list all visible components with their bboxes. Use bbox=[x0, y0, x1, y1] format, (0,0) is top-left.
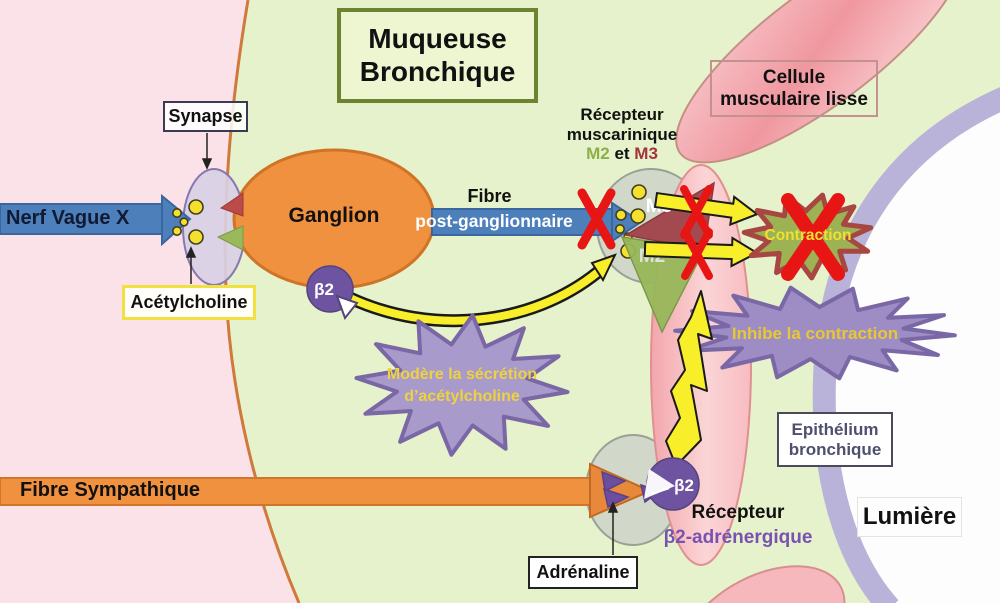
lumen-region bbox=[835, 111, 1000, 603]
vagus-nerve-label: Nerf Vague X bbox=[6, 207, 130, 229]
synapse-label: Synapse bbox=[163, 101, 248, 132]
adrenaline-label: Adrénaline bbox=[528, 556, 638, 589]
beta2-adrenergic-receptor-label: Récepteur β2-adrénergique bbox=[663, 502, 813, 548]
inhibe-contraction-starburst bbox=[673, 285, 957, 381]
m3-text: M3 bbox=[634, 144, 658, 164]
beta2-ganglion-label: β2 bbox=[314, 280, 334, 299]
postganglionic-fiber bbox=[431, 208, 613, 236]
m2-text: M2 bbox=[586, 144, 610, 164]
diagram-title: Muqueuse Bronchique bbox=[337, 8, 538, 103]
sympathetic-fiber bbox=[0, 477, 593, 506]
diagram-title-line2: Bronchique bbox=[359, 55, 516, 87]
inhibition-bolt-arrow bbox=[665, 290, 713, 467]
beta2-ganglion-notch-icon bbox=[335, 294, 359, 321]
beta2-receptor-notch-icon bbox=[644, 469, 675, 499]
blocked-x-m2-arrow-icon bbox=[681, 228, 713, 280]
moderates-secretion-label: Modère la sécrétion d’acétylcholine bbox=[386, 366, 538, 405]
vagus-nerve-fiber bbox=[0, 203, 164, 235]
acetylcholine-label: Acétylcholine bbox=[122, 285, 256, 320]
sympathetic-fiber-label: Fibre Sympathique bbox=[20, 479, 201, 501]
beta2-modulation-arrow bbox=[348, 268, 601, 325]
diagram-title-line1: Muqueuse bbox=[368, 23, 507, 55]
acetylcholine-vesicles-synapse bbox=[172, 199, 204, 245]
contraction-label: Contraction bbox=[764, 227, 852, 244]
postganglionic-fiber-label-line1: Fibre bbox=[467, 186, 512, 206]
lumen-label: Lumière bbox=[857, 497, 962, 537]
m3-contraction-arrow bbox=[653, 191, 760, 227]
beta2-receptor-binding-line bbox=[650, 486, 670, 496]
smooth-muscle-cell-label: Cellule musculaire lisse bbox=[710, 60, 878, 117]
synapse-receptor-green bbox=[216, 225, 244, 251]
inhibits-contraction-label: Inhibe la contraction bbox=[731, 324, 899, 343]
beta2-receptor-label: β2 bbox=[674, 476, 694, 495]
annotation-arrows bbox=[185, 133, 619, 555]
bronchial-epithelium-label: Epithélium bronchique bbox=[777, 412, 893, 467]
blocked-x-fiber-icon bbox=[577, 188, 616, 250]
synapse-receptor-red bbox=[219, 192, 244, 217]
ganglion-label: Ganglion bbox=[288, 204, 380, 227]
postganglionic-fiber-label-line2: post-ganglionnaire bbox=[415, 211, 573, 231]
contraction-blocked-x-icon bbox=[781, 193, 845, 281]
modere-secretion-starburst bbox=[354, 313, 570, 457]
smooth-muscle-cell-bottom bbox=[680, 565, 846, 603]
smooth-muscle-cell-diagonal bbox=[675, 0, 965, 164]
beta2-modulation-arrowhead-icon bbox=[590, 253, 617, 283]
blocked-x-m3-arrow-icon bbox=[680, 185, 713, 239]
muscarinic-receptor-label: Récepteur muscarinique M2 et M3 bbox=[566, 105, 678, 164]
